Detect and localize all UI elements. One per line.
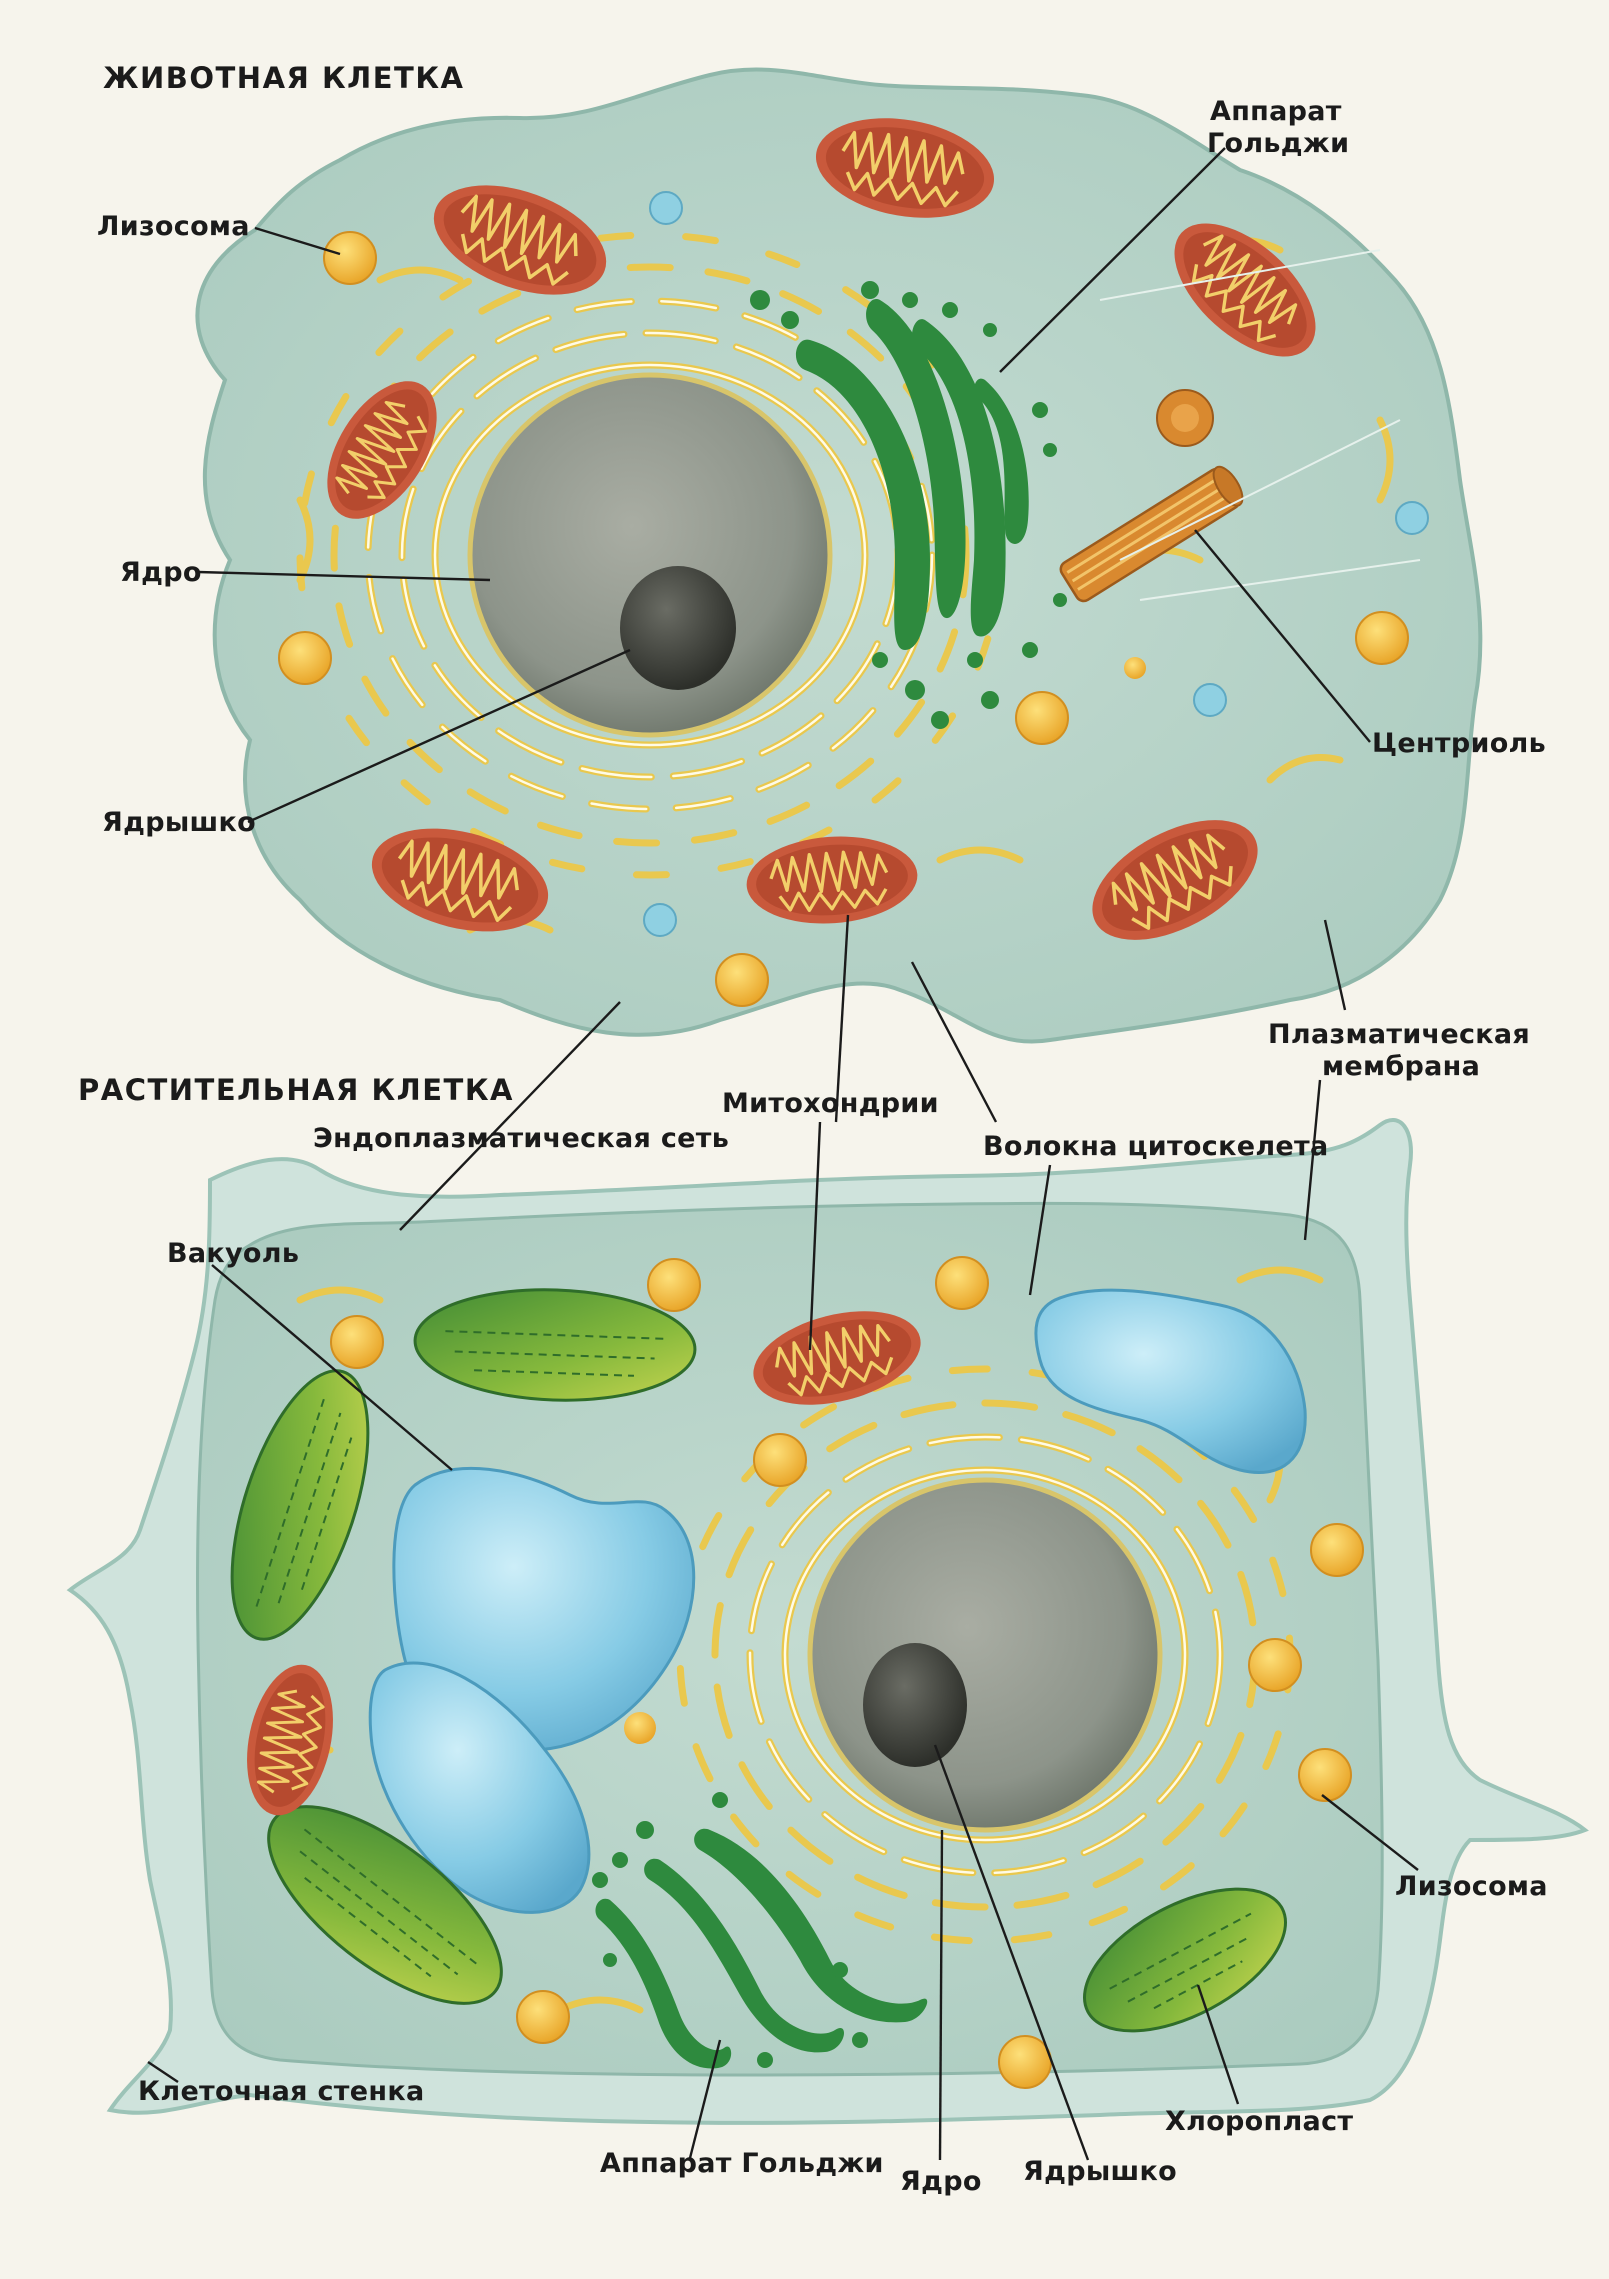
animal-nucleus: [467, 372, 833, 738]
plant-lysosome: [1248, 1638, 1302, 1692]
plant-cell-title: РАСТИТЕЛЬНАЯ КЛЕТКА: [78, 1073, 514, 1107]
label-cytoskeleton: Волокна цитоскелета: [983, 1131, 1328, 1162]
animal-centriole: [1059, 465, 1244, 603]
label-animal-membrane-line1: Плазматическая: [1268, 1019, 1530, 1050]
animal-vesicle: [1395, 501, 1429, 535]
label-plant-vacuole: Вакуоль: [167, 1238, 299, 1269]
label-animal-lysosome: Лизосома: [97, 211, 250, 242]
animal-cell-title: ЖИВОТНАЯ КЛЕТКА: [103, 61, 464, 95]
label-plant-golgi: Аппарат Гольджи: [600, 2148, 884, 2179]
animal-cytoskeleton: [1099, 249, 1421, 601]
plant-cell: [66, 1118, 1589, 2125]
animal-vesicle: [643, 903, 677, 937]
animal-nucleolus: [620, 566, 736, 690]
plant-chloroplast: [230, 1369, 370, 1641]
plant-lysosome: [516, 1990, 570, 2044]
plant-chloroplast: [267, 1805, 503, 2005]
plant-lysosome: [330, 1315, 384, 1369]
label-animal-membrane-line2: мембрана: [1322, 1051, 1480, 1082]
label-plant-lysosome: Лизосома: [1395, 1871, 1548, 1902]
animal-lysosome: [715, 953, 769, 1007]
plant-chloroplast: [413, 1288, 697, 1402]
plant-lysosome: [1298, 1748, 1352, 1802]
plant-lysosome: [1310, 1523, 1364, 1577]
plant-lysosome: [998, 2035, 1052, 2089]
leader-lines: [147, 147, 1419, 2161]
label-plant-nucleolus: Ядрышко: [1023, 2156, 1177, 2187]
animal-lysosome: [1015, 691, 1069, 745]
plant-lysosome: [753, 1433, 807, 1487]
animal-centriole-cross: [1156, 389, 1214, 447]
label-animal-golgi-line2: Гольджи: [1207, 128, 1349, 159]
label-plant-chloroplast: Хлоропласт: [1165, 2106, 1353, 2137]
label-plant-cell-wall: Клеточная стенка: [138, 2076, 424, 2107]
plant-chloroplast: [1083, 1887, 1287, 2033]
plant-lysosome: [935, 1256, 989, 1310]
animal-lysosome: [1355, 611, 1409, 665]
animal-lysosome: [323, 231, 377, 285]
label-animal-golgi-line1: Аппарат: [1210, 96, 1342, 127]
animal-vesicle: [1193, 683, 1227, 717]
plant-nucleolus: [863, 1643, 967, 1767]
label-mitochondria: Митохондрии: [722, 1088, 939, 1119]
label-er: Эндоплазматическая сеть: [313, 1123, 729, 1154]
animal-cell: [195, 67, 1483, 1044]
label-plant-nucleus: Ядро: [900, 2166, 982, 2197]
plant-vacuole: [1034, 1288, 1307, 1474]
label-animal-nucleolus: Ядрышко: [102, 807, 256, 838]
label-animal-nucleus: Ядро: [120, 557, 202, 588]
animal-golgi: [750, 281, 1067, 729]
plant-golgi: [592, 1792, 928, 2069]
animal-lysosome: [278, 631, 332, 685]
animal-vesicle: [649, 191, 683, 225]
animal-plasma-membrane: [195, 67, 1483, 1044]
plant-vacuole: [368, 1661, 591, 1914]
plant-lysosome-small: [624, 1712, 656, 1744]
plant-lysosome: [647, 1258, 701, 1312]
plant-nucleus: [807, 1477, 1163, 1833]
animal-lysosome-small: [1124, 657, 1146, 679]
label-animal-centriole: Центриоль: [1372, 728, 1546, 759]
